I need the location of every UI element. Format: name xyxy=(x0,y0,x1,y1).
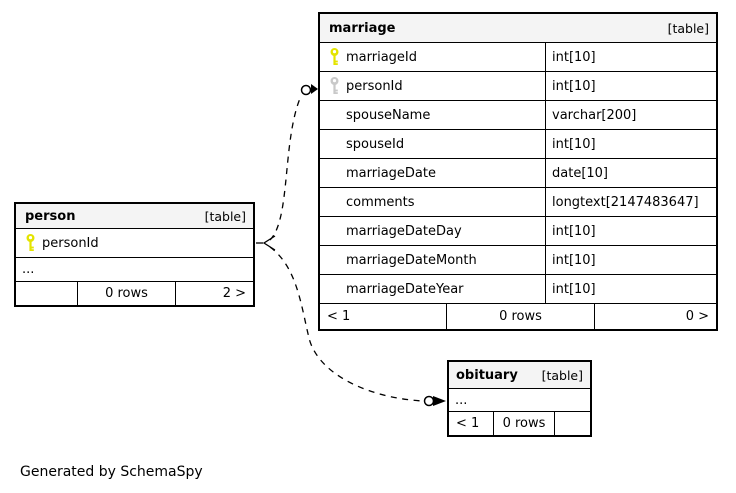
foreign-key-icon xyxy=(328,77,340,95)
column-row: marriageDateYear int[10] xyxy=(320,275,716,304)
column-type: int[10] xyxy=(545,130,716,158)
column-row: personId int[10] xyxy=(320,72,716,101)
column-name: spouseId xyxy=(346,136,405,152)
table-box-marriage[interactable]: marriage [table] marriageId int[10] pers… xyxy=(318,12,718,331)
table-tag: [table] xyxy=(667,20,709,36)
footer-parents-count: < 1 xyxy=(327,309,351,324)
column-row: spouseId int[10] xyxy=(320,130,716,159)
footer-children-count: 2 > xyxy=(222,286,246,301)
table-title: person xyxy=(25,208,76,224)
footer-parents-count: < 1 xyxy=(456,416,480,431)
table-footer: < 1 0 rows 0 > xyxy=(320,304,716,329)
column-type: int[10] xyxy=(545,275,716,303)
table-tag: [table] xyxy=(204,208,246,224)
table-box-person[interactable]: person [table] personId ... 0 rows 2 > xyxy=(14,202,255,307)
crow-foot-marker xyxy=(262,235,276,251)
column-row: spouseName varchar[200] xyxy=(320,101,716,130)
column-name: marriageDate xyxy=(346,165,436,181)
column-type: longtext[2147483647] xyxy=(545,188,716,216)
table-footer: 0 rows 2 > xyxy=(16,282,253,305)
footer-row-count: 0 rows xyxy=(493,412,555,435)
table-tag: [table] xyxy=(541,367,583,383)
table-title: obituary xyxy=(456,367,518,383)
table-title: marriage xyxy=(329,20,396,36)
column-name: marriageDateYear xyxy=(346,281,464,297)
footer-children-count: 0 > xyxy=(685,309,709,324)
column-type: int[10] xyxy=(545,246,716,274)
column-row: marriageId int[10] xyxy=(320,43,716,72)
column-type: int[10] xyxy=(545,43,716,71)
table-header[interactable]: marriage [table] xyxy=(320,14,716,43)
hidden-columns-ellipsis: ... xyxy=(16,258,253,282)
column-name: marriageDateMonth xyxy=(346,252,477,268)
footer-row-count: 0 rows xyxy=(77,282,176,305)
footer-children-count xyxy=(555,412,590,435)
relationship-line-person-obituary xyxy=(269,246,446,407)
column-name: personId xyxy=(346,78,403,94)
column-row: comments longtext[2147483647] xyxy=(320,188,716,217)
column-name: marriageDateDay xyxy=(346,223,462,239)
zero-cardinality-marker xyxy=(423,395,435,407)
table-header[interactable]: obituary [table] xyxy=(449,362,590,389)
column-row: personId xyxy=(16,229,253,258)
column-name: comments xyxy=(346,194,415,210)
table-footer: < 1 0 rows xyxy=(449,412,590,435)
zero-cardinality-marker xyxy=(300,84,312,96)
column-row: marriageDate date[10] xyxy=(320,159,716,188)
arrowhead-marker xyxy=(311,84,318,94)
primary-key-icon xyxy=(24,234,36,252)
hidden-columns-ellipsis: ... xyxy=(449,389,590,412)
table-header[interactable]: person [table] xyxy=(16,204,253,229)
column-type: int[10] xyxy=(545,72,716,100)
column-type: date[10] xyxy=(545,159,716,187)
column-type: varchar[200] xyxy=(545,101,716,129)
column-type: int[10] xyxy=(545,217,716,245)
footer-row-count: 0 rows xyxy=(446,304,595,329)
table-box-obituary[interactable]: obituary [table] ... < 1 0 rows xyxy=(447,360,592,437)
column-name: spouseName xyxy=(346,107,431,123)
primary-key-icon xyxy=(328,48,340,66)
column-name: marriageId xyxy=(346,49,418,65)
column-name: personId xyxy=(42,235,99,251)
relationship-line-person-marriage xyxy=(256,84,318,251)
footer-parents-count xyxy=(16,282,77,305)
column-row: marriageDateMonth int[10] xyxy=(320,246,716,275)
column-row: marriageDateDay int[10] xyxy=(320,217,716,246)
arrowhead-marker xyxy=(433,396,446,406)
generated-by-note: Generated by SchemaSpy xyxy=(20,464,203,480)
